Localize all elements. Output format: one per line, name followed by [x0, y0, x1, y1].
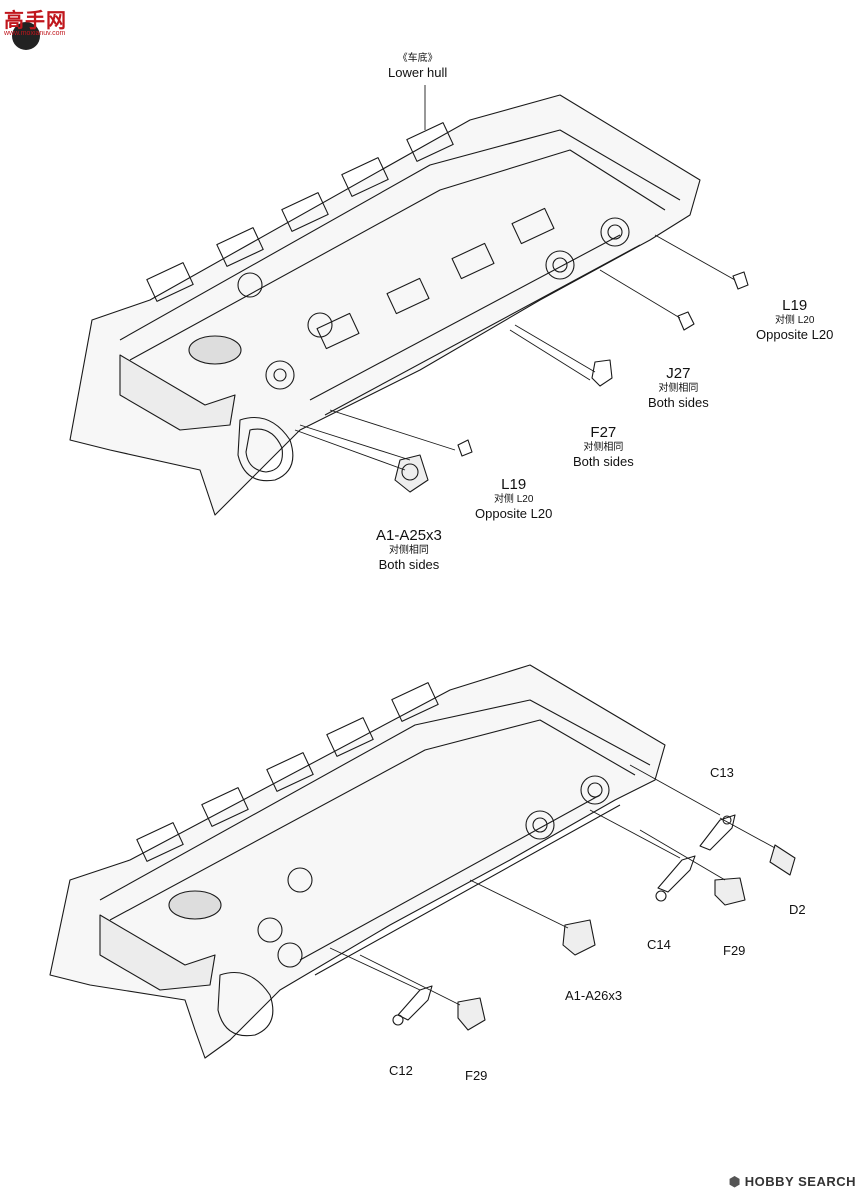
part-label-a1-a25: A1-A25x3 对侧相同 Both sides — [376, 527, 442, 572]
part-note-en: Opposite L20 — [475, 506, 553, 521]
part-note-en: Both sides — [648, 395, 709, 410]
part-note-cn: 对侧相同 — [388, 545, 429, 556]
part-label-c12: C12 — [389, 1063, 413, 1078]
part-number: F27 — [590, 424, 617, 441]
top-parts — [394, 271, 749, 493]
part-number: A1-A25x3 — [376, 527, 442, 544]
part-label-c13: C13 — [710, 765, 734, 780]
part-label-l19-top: L19 对侧 L20 Opposite L20 — [756, 297, 833, 342]
hobby-search-watermark: ⬢HOBBY SEARCH — [729, 1174, 856, 1190]
hobby-search-logo-icon: ⬢ — [728, 1174, 741, 1189]
logo-url: www.moxianuv.com — [4, 30, 66, 37]
bottom-hull-outline — [49, 664, 666, 1059]
site-logo: 高手网 www.moxianuv.com — [4, 4, 74, 50]
bottom-leader-lines — [329, 764, 776, 1006]
watermark-text: HOBBY SEARCH — [744, 1174, 856, 1189]
tank-emblem-icon — [12, 22, 40, 50]
part-label-d2: D2 — [789, 902, 806, 917]
part-number: J27 — [666, 365, 691, 382]
part-label-c14: C14 — [647, 937, 671, 952]
part-label-j27: J27 对侧相同 Both sides — [648, 365, 709, 410]
lower-hull-cn: 《车底》 — [397, 53, 438, 64]
bottom-parts — [392, 814, 796, 1031]
lower-hull-label: 《车底》 Lower hull — [388, 53, 447, 80]
top-hull-outline — [69, 94, 701, 516]
part-number: L19 — [501, 476, 527, 493]
part-note-cn: 对侧相同 — [583, 442, 624, 453]
part-note-en: Both sides — [378, 557, 440, 572]
part-note-cn: 对侧相同 — [658, 383, 699, 394]
logo-mark: 高手网 — [4, 8, 67, 32]
part-label-a1-a26: A1-A26x3 — [565, 988, 623, 1003]
part-note-en: Both sides — [573, 454, 634, 469]
part-note-cn: 对侧 L20 — [493, 494, 534, 505]
top-leader-lines — [294, 85, 736, 471]
part-note-en: Opposite L20 — [756, 327, 834, 342]
top-suspension-mounts — [146, 122, 630, 390]
part-label-l19-bottom: L19 对侧 L20 Opposite L20 — [475, 476, 552, 521]
part-number: L19 — [782, 297, 808, 314]
lower-hull-en: Lower hull — [388, 65, 448, 80]
part-note-cn: 对侧 L20 — [774, 315, 815, 326]
part-label-f29-right: F29 — [723, 943, 746, 958]
part-label-f29-left: F29 — [465, 1068, 488, 1083]
part-label-f27: F27 对侧相同 Both sides — [573, 424, 634, 469]
bottom-suspension-mounts — [136, 682, 610, 968]
